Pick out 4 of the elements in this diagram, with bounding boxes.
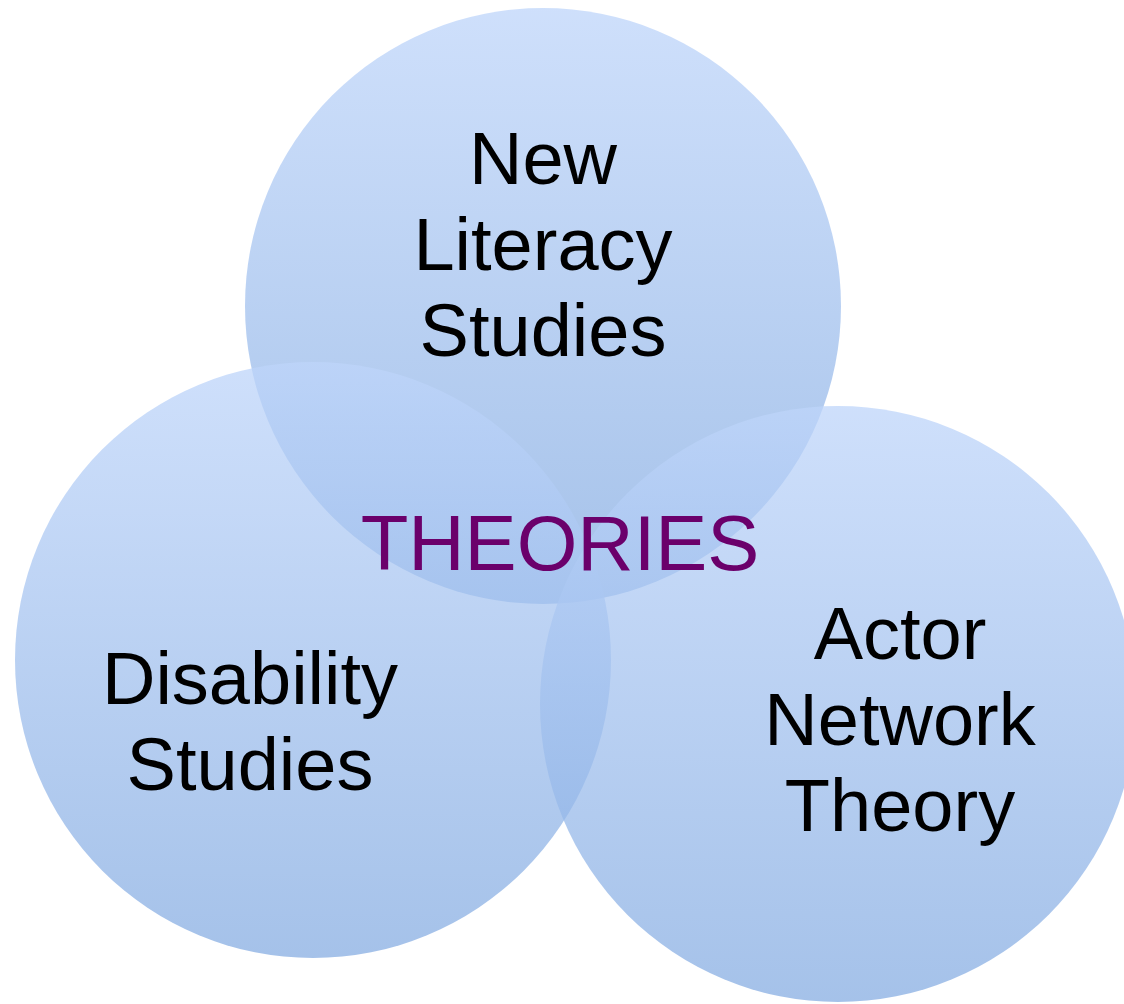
center-label: THEORIES <box>360 497 760 589</box>
circle-label: New Literacy Studies <box>412 116 674 374</box>
circle-label: Actor Network Theory <box>763 591 1037 849</box>
circle-label: Disability Studies <box>100 636 400 808</box>
